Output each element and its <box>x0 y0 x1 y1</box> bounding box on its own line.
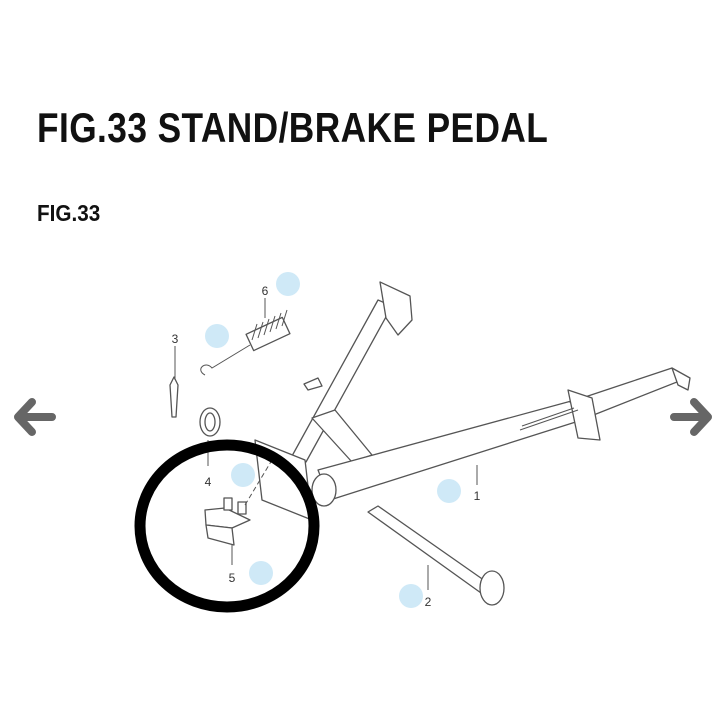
shaft-drawing <box>367 505 505 606</box>
spring-drawing <box>200 309 291 376</box>
arrow-right-icon <box>670 398 712 436</box>
hotspot-2[interactable] <box>399 584 423 608</box>
figure-label: FIG.33 <box>37 200 101 226</box>
callout-5: 5 <box>229 571 236 585</box>
prev-button[interactable] <box>8 392 58 442</box>
main-stand-drawing <box>254 281 691 521</box>
highlight-ring <box>134 439 320 613</box>
page-title: FIG.33 STAND/BRAKE PEDAL <box>37 104 549 151</box>
hotspot-3[interactable] <box>205 324 229 348</box>
hotspot-4[interactable] <box>231 463 255 487</box>
hotspots <box>205 272 461 608</box>
hotspot-5[interactable] <box>249 561 273 585</box>
callout-3: 3 <box>172 332 179 346</box>
callout-6: 6 <box>262 284 269 298</box>
next-button[interactable] <box>668 392 718 442</box>
arrow-left-icon <box>14 398 56 436</box>
callout-4: 4 <box>205 475 212 489</box>
stopper-drawing <box>204 454 276 546</box>
callout-1: 1 <box>474 489 481 503</box>
callout-2: 2 <box>425 595 432 609</box>
hotspot-1[interactable] <box>437 479 461 503</box>
cotter-pin-drawing <box>169 376 179 418</box>
hotspot-6[interactable] <box>276 272 300 296</box>
